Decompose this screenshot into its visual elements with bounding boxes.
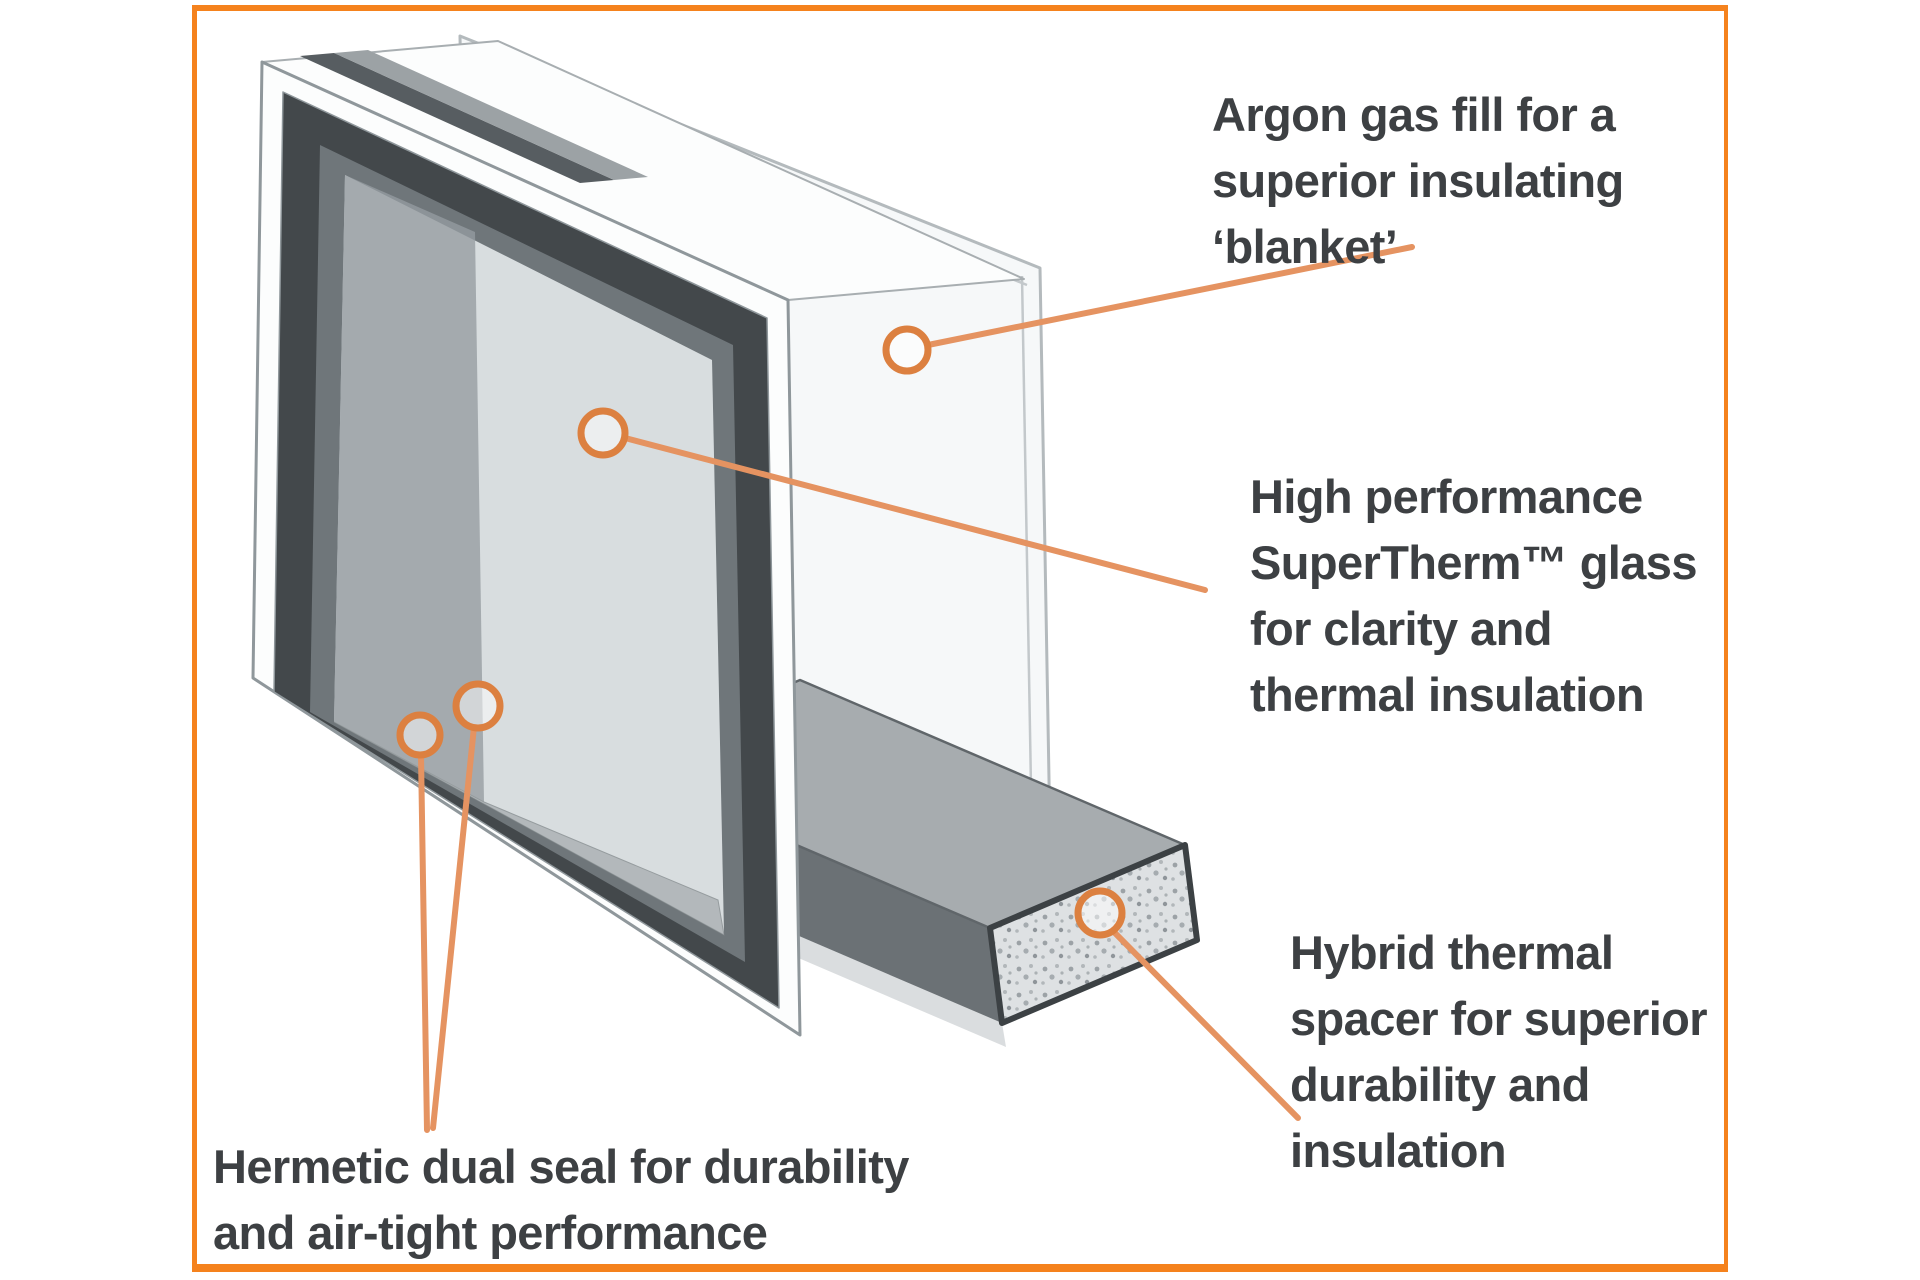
annotation-spacer-line3: durability and: [1290, 1058, 1590, 1111]
interior-left-wall: [334, 175, 484, 802]
top-seal-band: [300, 53, 614, 183]
annotation-spacer-line1: Hybrid thermal: [1290, 926, 1614, 979]
annotation-glass-line3: for clarity and: [1250, 602, 1552, 655]
annotation-glass: High performance SuperTherm™ glass for c…: [1250, 464, 1697, 728]
annotation-spacer-line2: spacer for superior: [1290, 992, 1708, 1045]
annotation-argon-line3: ‘blanket’: [1212, 220, 1398, 273]
interior-floor: [333, 721, 725, 936]
unit-top-face: [261, 40, 1025, 301]
top-interior-band: [334, 50, 648, 180]
glass-marker-icon: [577, 407, 629, 459]
spacer-marker-icon: [1074, 887, 1126, 939]
annotation-seal: Hermetic dual seal for durability and ai…: [213, 1134, 909, 1266]
annotation-argon-line2: superior insulating: [1212, 154, 1624, 207]
seal-inner-callout-line: [430, 724, 477, 1131]
annotation-spacer: Hybrid thermal spacer for superior durab…: [1290, 920, 1708, 1184]
seal-outer-callout-line: [418, 752, 430, 1133]
annotation-argon-line1: Argon gas fill for a: [1212, 88, 1616, 141]
callout-graphics: [396, 244, 1415, 1133]
annotation-glass-line1: High performance: [1250, 470, 1643, 523]
seal-inner-marker-icon: [452, 680, 504, 732]
annotation-argon: Argon gas fill for a superior insulating…: [1212, 82, 1624, 280]
annotation-glass-line4: thermal insulation: [1250, 668, 1645, 721]
spacer-callout-line: [1110, 928, 1301, 1121]
argon-marker-icon: [882, 325, 932, 375]
annotation-seal-line2: and air-tight performance: [213, 1206, 768, 1259]
annotation-seal-line1: Hermetic dual seal for durability: [213, 1140, 909, 1193]
argon-callout-line: [925, 244, 1415, 348]
glass-callout-line: [622, 435, 1208, 593]
seal-outer-marker-icon: [396, 711, 444, 759]
annotation-spacer-line4: insulation: [1290, 1124, 1507, 1177]
annotation-glass-line2: SuperTherm™ glass: [1250, 536, 1697, 589]
